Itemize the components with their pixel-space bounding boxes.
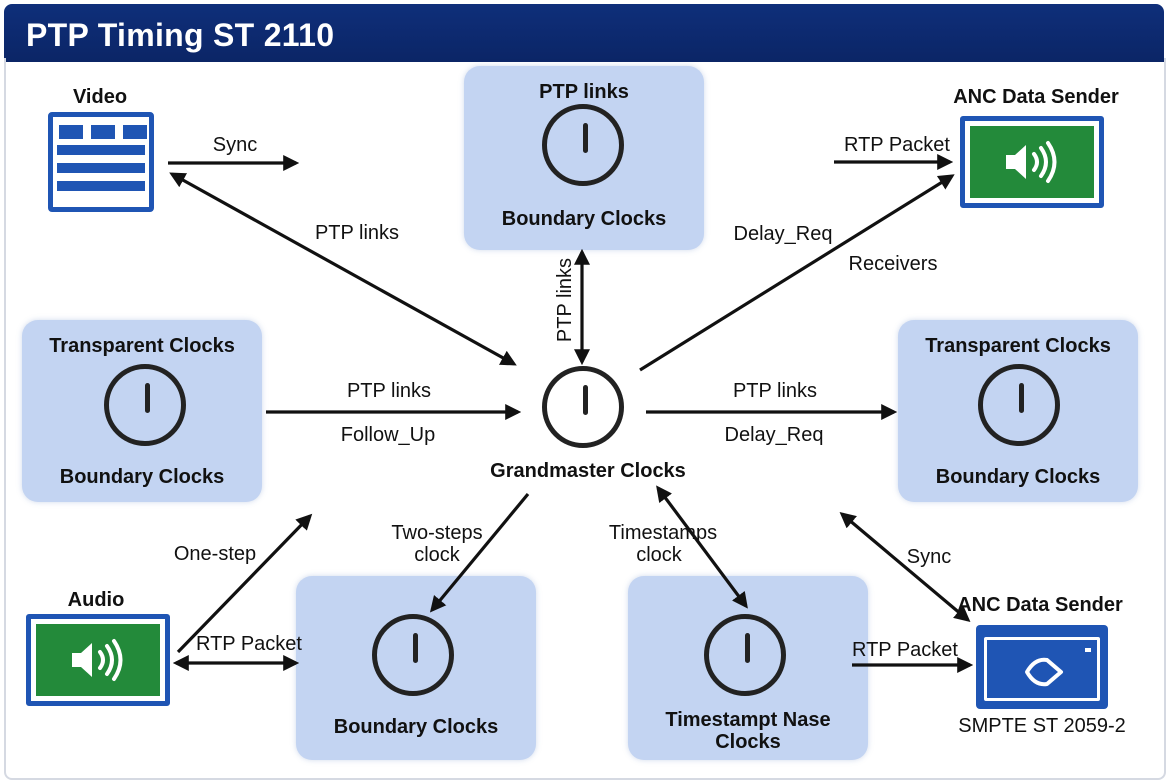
edge-label-ptp-links-vertical: PTP links (554, 257, 576, 343)
edge-label-receivers: Receivers (848, 253, 938, 275)
right-box-subtitle: Boundary Clocks (935, 466, 1101, 488)
edge-label-rtp-packet-top: RTP Packet (844, 134, 950, 156)
anc-sender-device-icon (976, 625, 1108, 709)
edge-label-ptp-links-left: PTP links (346, 380, 432, 402)
edge-label-ptp-links-right: PTP links (732, 380, 818, 402)
anc-bottom-label: ANC Data Sender (957, 594, 1123, 616)
audio-speaker-icon (26, 614, 170, 706)
clock-icon (372, 614, 454, 696)
edge-label-two-steps: Two-steps (391, 522, 483, 544)
edge-label-ptp-links-diag: PTP links (314, 222, 400, 244)
grandmaster-clock-icon (542, 366, 624, 448)
video-label: Video (72, 86, 128, 108)
edge-label-timestamps-2: clock (636, 544, 682, 566)
edge-label-follow-up: Follow_Up (340, 424, 436, 446)
timestamp-bottom-label: Timestampt Nase (665, 709, 831, 731)
clock-icon (978, 364, 1060, 446)
edge-label-rtp-packet-left: RTP Packet (196, 633, 302, 655)
clock-icon (104, 364, 186, 446)
right-box-anc-bottom-link (839, 511, 971, 623)
edge-label-timestamps: Timestamps (608, 522, 718, 544)
grandmaster-label: Grandmaster Clocks (490, 460, 686, 482)
clock-icon (704, 614, 786, 696)
right-box-title: Transparent Clocks (925, 335, 1111, 357)
edge-label-sync-top: Sync (212, 134, 258, 156)
grandmaster-boundary-bottom-arrow (429, 492, 530, 613)
timestamp-bottom-label-2: Clocks (715, 731, 781, 753)
left-box-title: Transparent Clocks (49, 335, 235, 357)
left-box-subtitle: Boundary Clocks (59, 466, 225, 488)
edge-label-delay-req-right: Delay_Req (724, 424, 824, 446)
diagram-frame (4, 58, 1166, 780)
top-box-title: PTP links (539, 81, 629, 103)
anc-top-label: ANC Data Sender (953, 86, 1119, 108)
audio-one-step-arrow (176, 513, 313, 654)
edge-label-one-step: One-step (173, 543, 257, 565)
clock-icon (542, 104, 624, 186)
edge-label-two-steps-2: clock (414, 544, 460, 566)
video-grandmaster-link (169, 172, 517, 366)
page-title: PTP Timing ST 2110 (26, 17, 335, 53)
edge-label-delay-req-top: Delay_Req (733, 223, 833, 245)
edge-label-sync-bottom: Sync (906, 546, 952, 568)
boundary-bottom-label: Boundary Clocks (333, 716, 499, 738)
edge-label-rtp-packet-right: RTP Packet (852, 639, 958, 661)
video-icon (48, 112, 154, 212)
grandmaster-timestamp-link (656, 485, 748, 609)
anc-bottom-sublabel: SMPTE ST 2059-2 (958, 715, 1126, 737)
top-box-subtitle: Boundary Clocks (501, 208, 667, 230)
grandmaster-anc-top-arrow (639, 174, 955, 372)
title-bar: PTP Timing ST 2110 (4, 4, 1164, 62)
audio-label: Audio (67, 589, 125, 611)
anc-sender-speaker-icon (960, 116, 1104, 208)
